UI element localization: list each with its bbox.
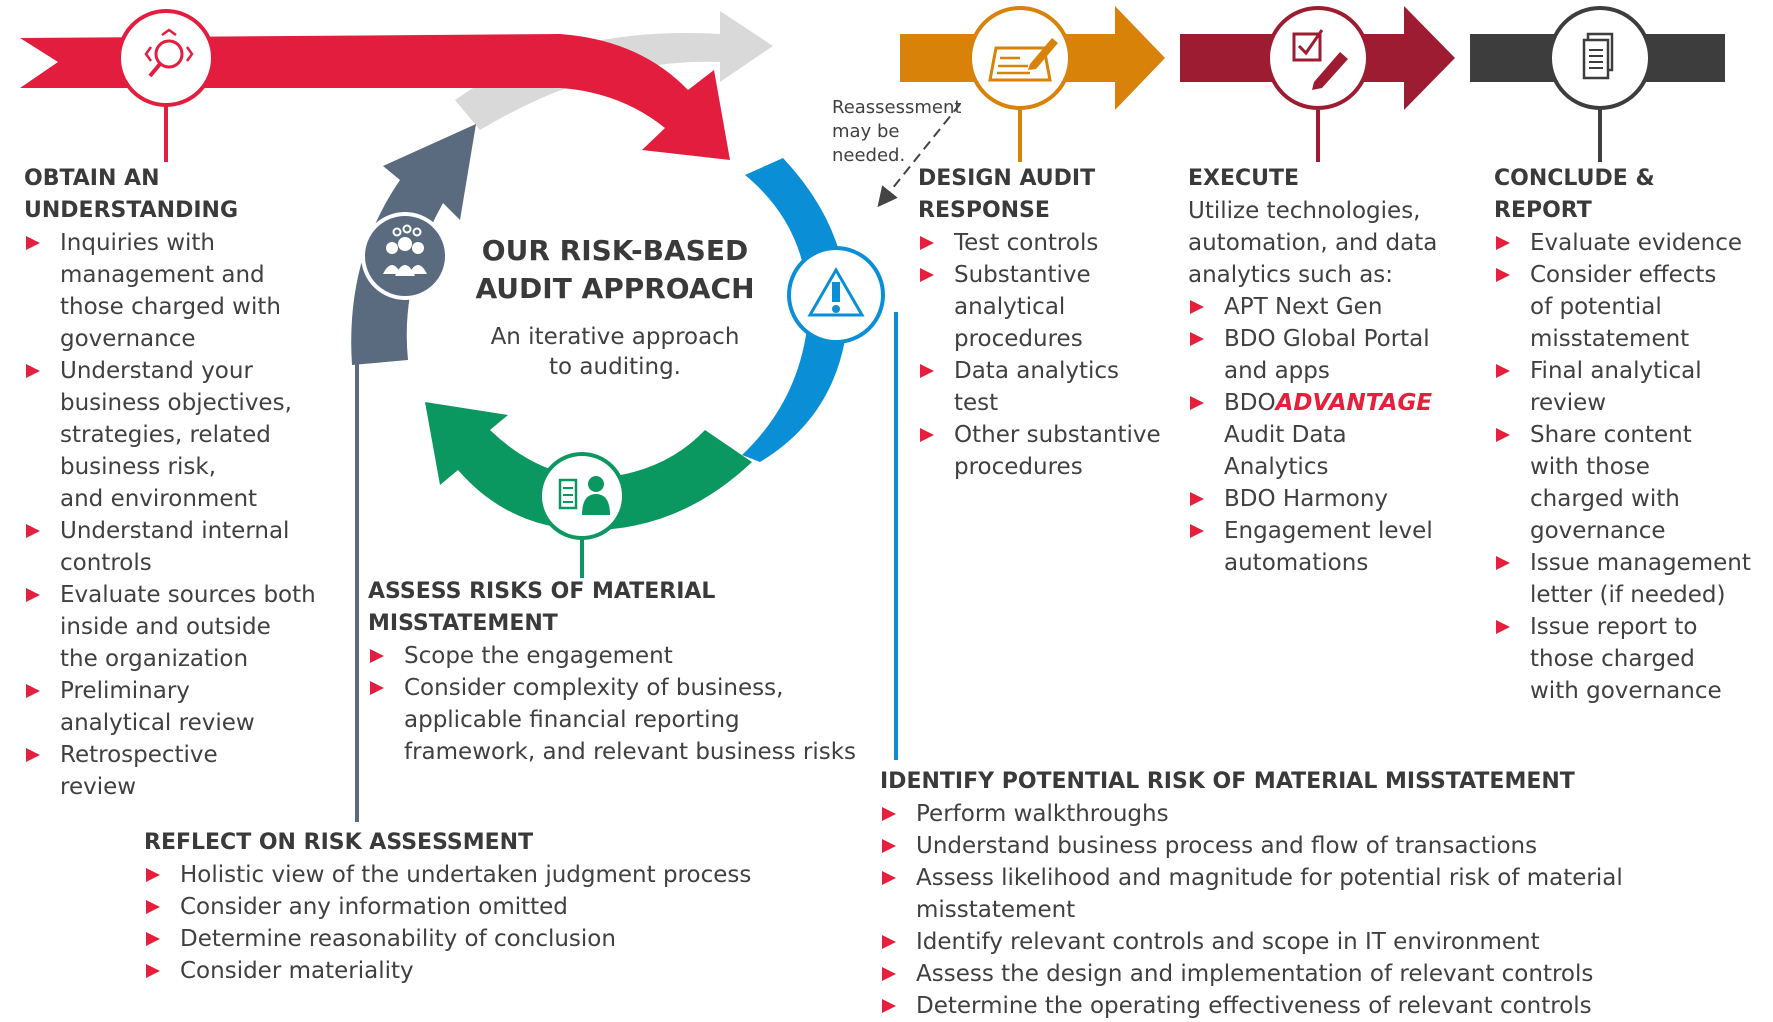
checklist-person-icon — [538, 452, 626, 540]
list-item: APT Next Gen — [1188, 291, 1478, 323]
list-item: BDOADVANTAGE Audit Data Analytics — [1188, 387, 1478, 483]
checkbox-pen-icon — [1266, 6, 1370, 110]
obtain-title-line: OBTAIN AN — [24, 166, 160, 191]
report-document-icon — [1548, 6, 1652, 110]
list-item: Substantive analytical procedures — [918, 259, 1188, 355]
center-title: OUR RISK-BASED AUDIT APPROACH — [470, 232, 760, 308]
advantage-label: BDOADVANTAGE — [1224, 390, 1433, 416]
list-item: Consider effects of potential misstateme… — [1494, 259, 1770, 355]
list-item: Determine the operating effectiveness of… — [880, 990, 1680, 1022]
blue-arc-arrow — [742, 158, 848, 462]
conclude-section: CONCLUDE & REPORT Evaluate evidence Cons… — [1494, 163, 1770, 707]
list-item: Preliminary analytical review — [24, 675, 354, 739]
design-title: DESIGN AUDIT RESPONSE — [918, 163, 1188, 227]
center-title-line: AUDIT APPROACH — [475, 272, 755, 305]
list-item: Inquiries with management and those char… — [24, 227, 354, 355]
list-item: Retrospective review — [24, 739, 354, 803]
design-list: Test controls Substantive analytical pro… — [918, 227, 1188, 483]
green-arc-arrow — [425, 402, 752, 530]
list-item: Understand internal controls — [24, 515, 354, 579]
assess-title-line: ASSESS RISKS OF MATERIAL — [368, 579, 716, 604]
assess-title-line: MISSTATEMENT — [368, 611, 558, 636]
reflect-section: REFLECT ON RISK ASSESSMENT Holistic view… — [144, 827, 824, 987]
identify-section: IDENTIFY POTENTIAL RISK OF MATERIAL MISS… — [880, 766, 1680, 1022]
list-item: Test controls — [918, 227, 1188, 259]
list-item: Consider any information omitted — [144, 891, 824, 923]
warning-exclamation-icon — [787, 246, 885, 344]
list-item: Identify relevant controls and scope in … — [880, 926, 1680, 958]
reassessment-line: needed. — [832, 145, 906, 166]
list-item: Understand your business objectives, str… — [24, 355, 354, 515]
search-magnifier-icon — [117, 9, 215, 107]
list-item: Other substantive procedures — [918, 419, 1188, 483]
assess-list: Scope the engagement Consider complexity… — [368, 640, 888, 768]
list-item: Perform walkthroughs — [880, 798, 1680, 830]
list-item: Engagement level automations — [1188, 515, 1478, 579]
list-item: Evaluate sources both inside and outside… — [24, 579, 354, 675]
list-item: Determine reasonability of conclusion — [144, 923, 824, 955]
reassessment-line: Reassessment — [832, 97, 962, 118]
list-item: Data analytics test — [918, 355, 1188, 419]
reflect-list: Holistic view of the undertaken judgment… — [144, 859, 824, 987]
list-item: Assess the design and implementation of … — [880, 958, 1680, 990]
list-item: Issue management letter (if needed) — [1494, 547, 1770, 611]
center-subtitle-line: An iterative approach — [490, 324, 740, 350]
obtain-title: OBTAIN AN UNDERSTANDING — [24, 163, 354, 227]
list-item: Scope the engagement — [368, 640, 888, 672]
obtain-title-line: UNDERSTANDING — [24, 198, 239, 223]
reassessment-dashed-arrow — [877, 103, 961, 208]
design-section: DESIGN AUDIT RESPONSE Test controls Subs… — [918, 163, 1188, 483]
execute-title: EXECUTE — [1188, 166, 1300, 191]
reassessment-note: Reassessment may be needed. — [832, 96, 962, 168]
conclude-title: CONCLUDE & REPORT — [1494, 163, 1770, 227]
execute-intro: Utilize technologies, automation, and da… — [1188, 198, 1438, 288]
list-item: Share content with those charged with go… — [1494, 419, 1770, 547]
list-item: Consider complexity of business, applica… — [368, 672, 888, 768]
conclude-title-line: CONCLUDE & — [1494, 166, 1655, 191]
document-pen-icon — [968, 6, 1072, 110]
list-item: BDO Harmony — [1188, 483, 1478, 515]
list-item: Holistic view of the undertaken judgment… — [144, 859, 824, 891]
assess-title: ASSESS RISKS OF MATERIAL MISSTATEMENT — [368, 576, 888, 640]
identify-title: IDENTIFY POTENTIAL RISK OF MATERIAL MISS… — [880, 769, 1575, 794]
center-subtitle: An iterative approach to auditing. — [470, 322, 760, 382]
list-item: Issue report to those charged with gover… — [1494, 611, 1770, 707]
list-item: Final analytical review — [1494, 355, 1770, 419]
conclude-title-line: REPORT — [1494, 198, 1592, 223]
list-item: BDO Global Portal and apps — [1188, 323, 1478, 387]
center-title-line: OUR RISK-BASED — [481, 234, 749, 267]
assess-section: ASSESS RISKS OF MATERIAL MISSTATEMENT Sc… — [368, 576, 888, 768]
design-title-line: DESIGN AUDIT — [918, 166, 1096, 191]
list-item: Consider materiality — [144, 955, 824, 987]
obtain-section: OBTAIN AN UNDERSTANDING Inquiries with m… — [24, 163, 354, 803]
execute-list: APT Next Gen BDO Global Portal and apps … — [1188, 291, 1478, 579]
obtain-list: Inquiries with management and those char… — [24, 227, 354, 803]
list-item: Assess likelihood and magnitude for pote… — [880, 862, 1680, 926]
conclude-list: Evaluate evidence Consider effects of po… — [1494, 227, 1770, 707]
identify-list: Perform walkthroughs Understand business… — [880, 798, 1680, 1022]
design-title-line: RESPONSE — [918, 198, 1050, 223]
list-item: Evaluate evidence — [1494, 227, 1770, 259]
reassessment-line: may be — [832, 121, 900, 142]
execute-section: EXECUTE Utilize technologies, automation… — [1188, 163, 1478, 579]
reflect-title: REFLECT ON RISK ASSESSMENT — [144, 830, 534, 855]
team-gears-icon — [361, 212, 449, 300]
list-item: Understand business process and flow of … — [880, 830, 1680, 862]
center-subtitle-line: to auditing. — [549, 354, 681, 380]
